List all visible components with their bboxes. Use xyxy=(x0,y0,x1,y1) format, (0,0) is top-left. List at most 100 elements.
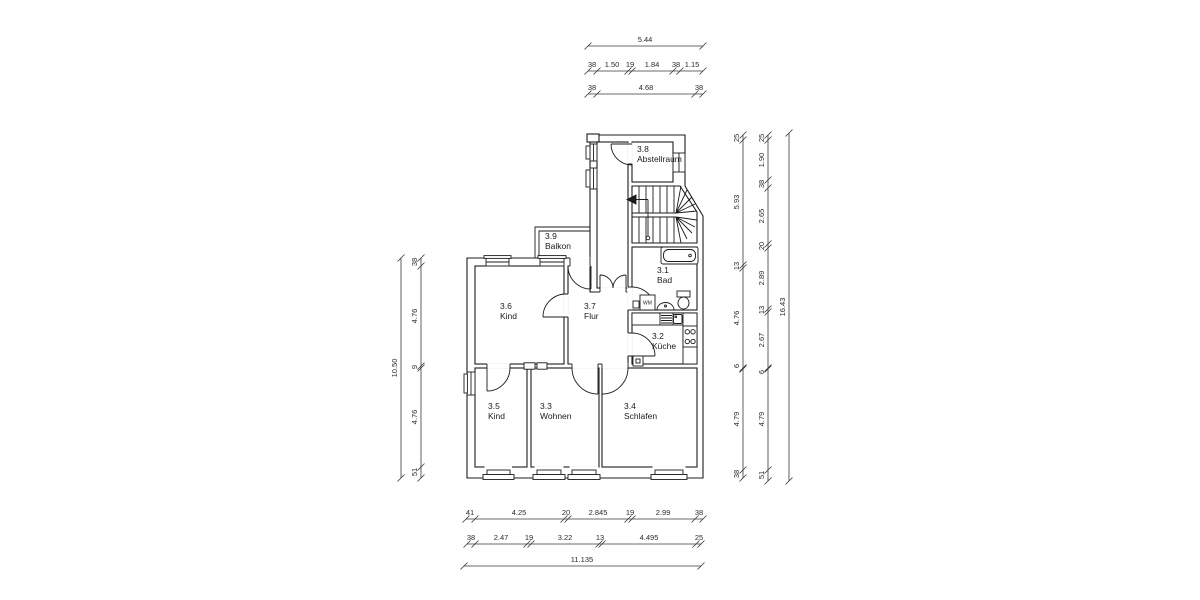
stair-direction-arrow xyxy=(625,194,637,205)
washing-machine-icon: WM xyxy=(639,294,656,311)
dim-value: 38 xyxy=(588,60,596,69)
door-wohnen xyxy=(571,367,599,395)
window-schlafen-bottom xyxy=(650,469,688,480)
dim-value: 4.495 xyxy=(640,533,659,542)
window-kind35-left xyxy=(463,371,476,396)
room-corridor-outline xyxy=(596,141,629,289)
room-label-kind36-number: 3.6 xyxy=(500,301,512,311)
door-kind35 xyxy=(486,367,511,392)
window-kind36-right xyxy=(537,255,567,267)
windows xyxy=(463,143,688,480)
window-corridor-left-2 xyxy=(585,167,598,190)
window-wohnen-bottom-1 xyxy=(532,469,566,480)
room-wohnen-outline xyxy=(530,367,600,468)
room-label-balkon-name: Balkon xyxy=(545,241,571,251)
window-abstellraum-right xyxy=(672,152,686,173)
room-label-kueche-number: 3.2 xyxy=(652,331,664,341)
dim-value: 6 xyxy=(757,370,766,374)
dim-value: 6 xyxy=(732,364,741,368)
balcony-outline xyxy=(534,226,590,258)
stair-walk-start xyxy=(645,235,651,241)
stair-winders-lower xyxy=(675,216,698,244)
door-kind36 xyxy=(542,293,567,318)
stair-steps-lower xyxy=(638,217,675,243)
room-label-flur-number: 3.7 xyxy=(584,301,596,311)
window-wohnen-bottom-2 xyxy=(567,469,601,480)
dim-value: 1.90 xyxy=(757,153,766,168)
dim-value: 25 xyxy=(695,533,703,542)
room-abstellraum-outline xyxy=(631,141,674,183)
dim-value: 25 xyxy=(757,134,766,142)
kueche-fixtures xyxy=(631,312,698,367)
dim-value: 4.25 xyxy=(512,508,527,517)
dim-value: 38 xyxy=(467,533,475,542)
window-kind35-bottom xyxy=(482,469,515,480)
dim-value: 38 xyxy=(732,470,741,478)
dim-value: 2.47 xyxy=(494,533,509,542)
dim-value: 51 xyxy=(757,471,766,479)
doors xyxy=(486,143,656,395)
wall-pilaster xyxy=(586,133,600,143)
dim-value: 2.67 xyxy=(757,333,766,348)
room-label-kind35-name: Kind xyxy=(488,411,505,421)
door-schlafen xyxy=(601,367,629,395)
staircase xyxy=(625,185,698,244)
stove-icon xyxy=(682,325,698,348)
room-label-wohnen-number: 3.3 xyxy=(540,401,552,411)
room-label-schlafen-name: Schlafen xyxy=(624,411,657,421)
room-labels: 3.1 Bad 3.2 Küche 3.3 Wohnen 3.4 Schlafe… xyxy=(488,144,682,421)
dim-value: 13 xyxy=(757,306,766,314)
room-label-bad-number: 3.1 xyxy=(657,265,669,275)
dim-value: 20 xyxy=(562,508,570,517)
dim-value: 38 xyxy=(410,258,419,266)
washing-machine-label: WM xyxy=(643,301,652,307)
dim-value: 19 xyxy=(626,508,634,517)
dim-value: 25 xyxy=(732,134,741,142)
dim-value: 2.99 xyxy=(656,508,671,517)
toilet-icon xyxy=(676,290,691,310)
room-label-kind35-number: 3.5 xyxy=(488,401,500,411)
bathtub-icon xyxy=(660,246,699,265)
door-entrance-double xyxy=(599,274,627,289)
dim-value: 4.79 xyxy=(732,412,741,427)
room-label-flur-name: Flur xyxy=(584,311,599,321)
dim-value: 38 xyxy=(695,83,703,92)
stair-walk-line xyxy=(636,199,649,236)
dim-value: 2.89 xyxy=(757,271,766,286)
room-label-kind36-name: Kind xyxy=(500,311,517,321)
window-corridor-left-1 xyxy=(585,143,598,162)
dim-value: 4.76 xyxy=(410,410,419,425)
dim-value: 4.76 xyxy=(410,309,419,324)
dim-value: 38 xyxy=(588,83,596,92)
door-abstellraum xyxy=(610,143,633,166)
stair-landing-lines xyxy=(632,212,676,218)
dim-value: 19 xyxy=(525,533,533,542)
dim-value: 3.22 xyxy=(558,533,573,542)
dim-right: 25 5.93 13 4.76 6 4.79 38 25 1.90 38 2.6… xyxy=(732,129,793,485)
dim-value: 13 xyxy=(732,262,741,270)
dim-value: 38 xyxy=(695,508,703,517)
boiler-icon xyxy=(632,355,644,367)
bad-small-cabinet xyxy=(632,300,640,309)
dim-value: 19 xyxy=(626,60,634,69)
dim-value: 4.76 xyxy=(732,311,741,326)
dim-value: 1.84 xyxy=(645,60,660,69)
dim-value: 38 xyxy=(757,180,766,188)
room-label-wohnen-name: Wohnen xyxy=(540,411,572,421)
dim-value: 4.79 xyxy=(757,412,766,427)
chimney-blocks xyxy=(523,362,548,370)
room-label-bad-name: Bad xyxy=(657,275,672,285)
dim-value: 9 xyxy=(410,365,419,369)
room-kind36-outline xyxy=(474,265,565,365)
dim-value: 2.845 xyxy=(589,508,608,517)
room-label-balkon-number: 3.9 xyxy=(545,231,557,241)
room-label-abstellraum-number: 3.8 xyxy=(637,144,649,154)
dim-value: 1.50 xyxy=(605,60,620,69)
room-label-kueche-name: Küche xyxy=(652,341,676,351)
dim-top-total: 5.44 xyxy=(638,35,653,44)
dimension-lines: 5.44 38 1.50 19 1.84 38 1.15 38 4.68 38 … xyxy=(390,35,793,570)
dim-value: 51 xyxy=(410,468,419,476)
dim-bottom-total: 11.135 xyxy=(571,555,593,564)
dim-value: 2.65 xyxy=(757,209,766,224)
